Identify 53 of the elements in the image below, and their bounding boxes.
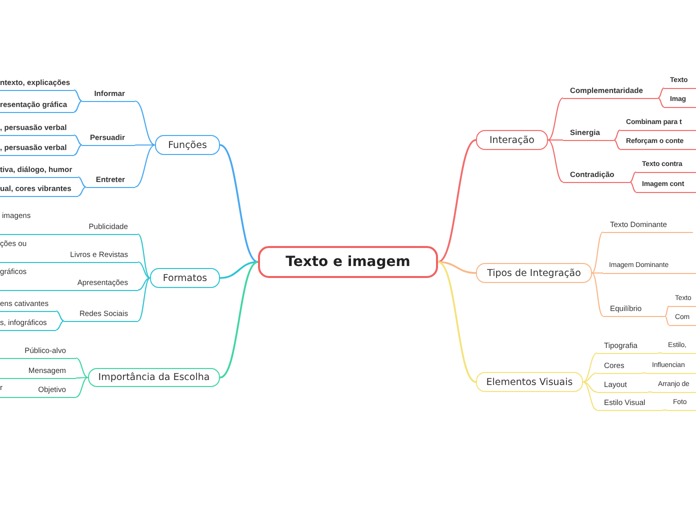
branch-line (134, 144, 156, 188)
branch-line (56, 320, 64, 331)
branch-line (74, 89, 82, 102)
branch-line (78, 186, 86, 197)
branch-line (438, 139, 476, 263)
branch-line (134, 100, 156, 146)
branch-line (664, 316, 670, 326)
topic-box: Funções (155, 135, 220, 155)
branch-line (582, 352, 598, 383)
branch-line (548, 98, 564, 140)
topic-box: Formatos (150, 268, 220, 288)
branch-line (614, 130, 620, 140)
branch-line (664, 306, 670, 316)
branch-line (582, 381, 598, 393)
branch-line (582, 372, 598, 383)
branch-line (220, 261, 258, 279)
branch-line (592, 232, 604, 274)
branch-line (220, 144, 258, 263)
branch-line (78, 176, 86, 188)
branch-line (548, 139, 563, 141)
branch-line (76, 376, 88, 398)
branch-line (438, 261, 476, 383)
branch-line (648, 391, 652, 393)
branch-line (582, 381, 598, 411)
branch-line (642, 372, 646, 374)
branch-line (592, 272, 603, 274)
branch-line (76, 357, 88, 378)
branch-line (74, 144, 82, 156)
central-topic: Texto e imagem (258, 246, 438, 278)
branch-line (138, 278, 150, 322)
topic-box: Importância da Escolha (88, 368, 220, 387)
topic-box: Elementos Visuais (476, 372, 583, 392)
branch-line (138, 261, 150, 279)
branch-line (74, 134, 82, 146)
branch-line (138, 277, 150, 291)
topic-box: Interação (476, 130, 548, 150)
branch-line (548, 140, 564, 182)
branch-line (658, 98, 664, 108)
branch-line (592, 272, 604, 316)
branch-line (76, 376, 88, 379)
branch-line (614, 140, 620, 150)
branch-line (138, 234, 150, 278)
branch-line (220, 261, 258, 378)
branch-line (438, 261, 476, 274)
branch-line (663, 409, 667, 411)
branch-line (56, 310, 64, 322)
branch-line (658, 352, 662, 354)
branch-line (658, 88, 664, 98)
branch-line (135, 144, 155, 146)
branch-line (74, 100, 82, 113)
branch-line (630, 182, 636, 192)
topic-box: Tipos de Integração (476, 263, 592, 283)
branch-line (630, 172, 636, 182)
